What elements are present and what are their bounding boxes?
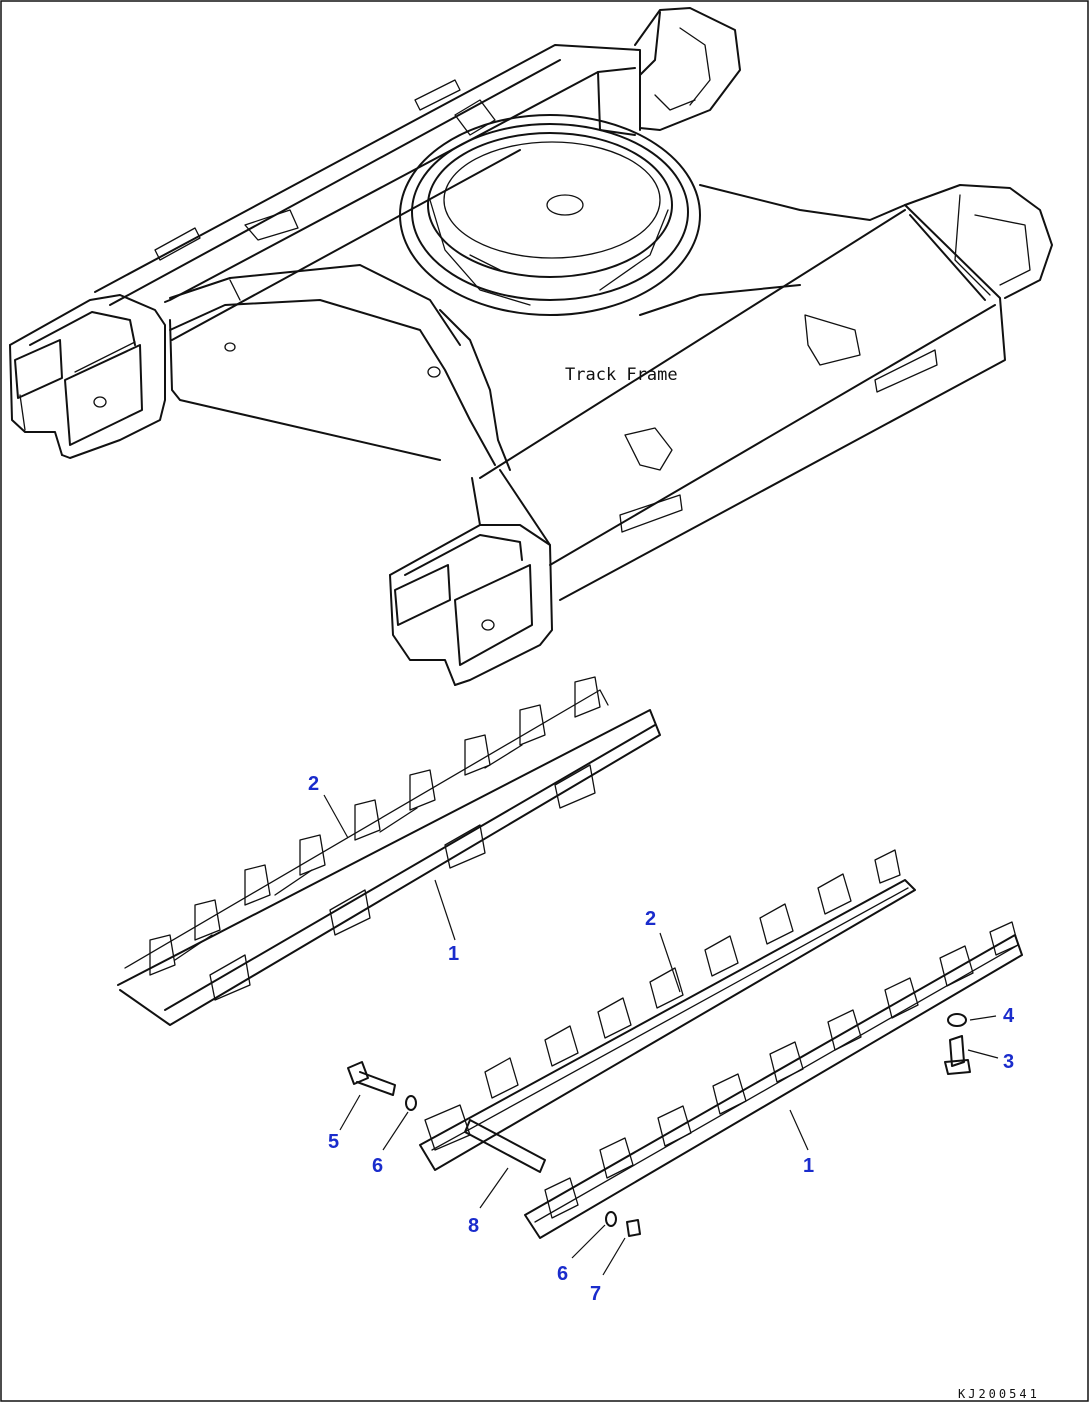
- leader-lines: [323, 794, 999, 1276]
- lower-guard-part-2: [419, 849, 916, 1171]
- callout-6: 6: [372, 1155, 383, 1177]
- frame-label: Track Frame: [565, 365, 678, 385]
- callout-3: 3: [1003, 1051, 1014, 1073]
- pin-part-5: [347, 1061, 396, 1096]
- washer-part-4: [947, 1013, 967, 1027]
- callout-2: 2: [308, 773, 319, 795]
- bolt-part-3: [944, 1035, 971, 1075]
- washer-part-6-upper: [405, 1095, 417, 1111]
- nut-part-7: [626, 1219, 641, 1237]
- track-frame: [9, 7, 1053, 686]
- upper-guard-assembly: [117, 676, 661, 1026]
- callout-8: 8: [468, 1215, 479, 1237]
- callout-2: 2: [645, 908, 656, 930]
- pin-part-8: [464, 1119, 546, 1173]
- callout-1: 1: [448, 943, 459, 965]
- callout-6: 6: [557, 1263, 568, 1285]
- washer-part-6-lower: [605, 1211, 617, 1227]
- lower-guard-part-1: [524, 921, 1023, 1239]
- callout-4: 4: [1003, 1005, 1015, 1027]
- callout-1: 1: [803, 1155, 814, 1177]
- callout-5: 5: [328, 1131, 339, 1153]
- drawing-code: KJ200541: [958, 1387, 1040, 1401]
- callout-7: 7: [590, 1283, 601, 1305]
